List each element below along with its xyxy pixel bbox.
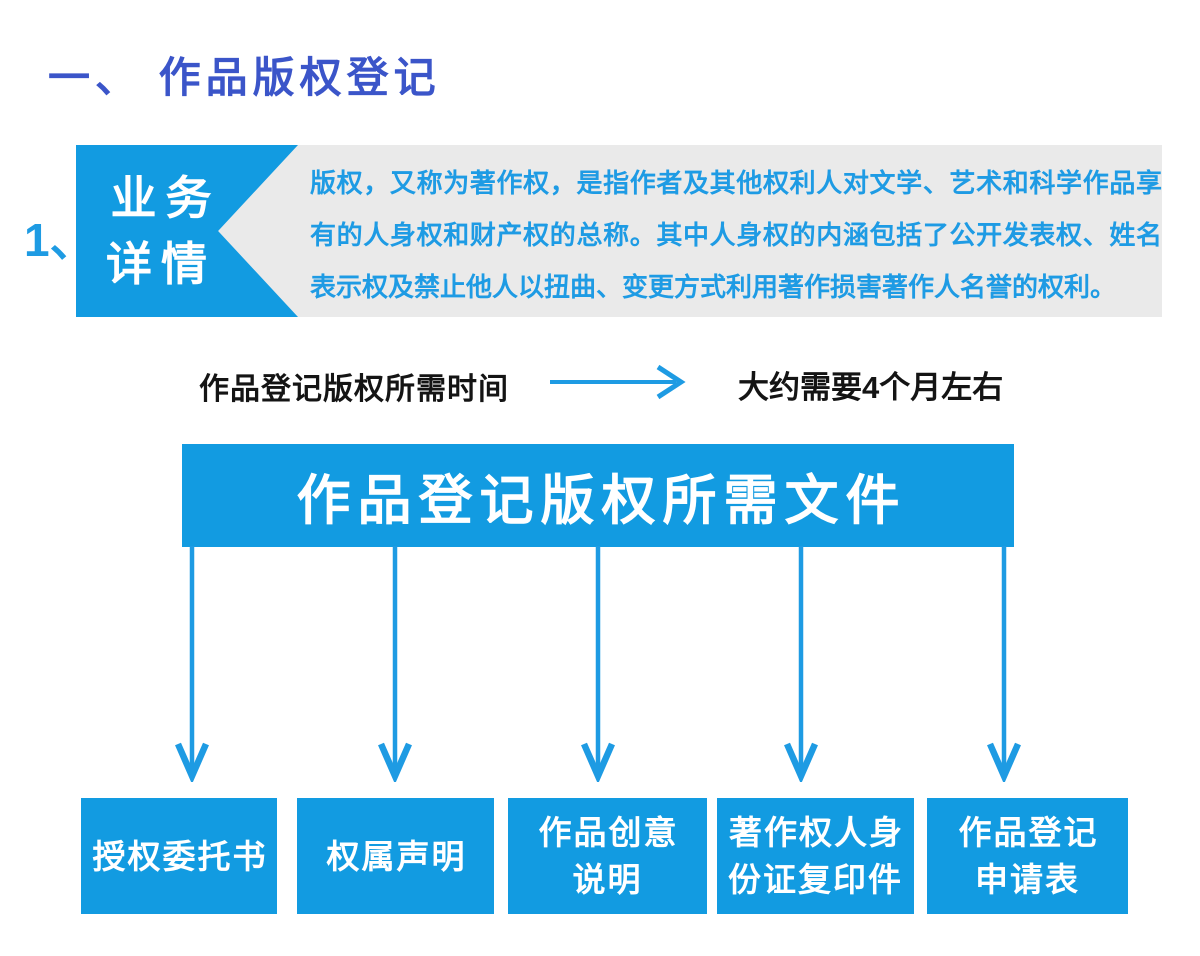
document-node-application-form: 作品登记 申请表 [927,798,1128,914]
duration-label: 作品登记版权所需时间 [199,373,509,406]
duration-value: 大约需要4个月左右 [738,370,1004,405]
business-detail-description: 版权，又称为著作权，是指作者及其他权利人对文学、艺术和科学作品享有的人身权和财产… [310,168,1162,302]
documents-header-banner: 作品登记版权所需文件 [182,444,1014,547]
right-arrow-icon [550,364,686,400]
page-title: 一、 作品版权登记 [48,54,441,101]
document-node-creative-description: 作品创意 说明 [508,798,707,914]
documents-header-label: 作品登记版权所需文件 [296,471,907,531]
down-arrow-icon [581,546,615,782]
document-node-ownership-statement: 权属声明 [297,798,494,914]
business-detail-tab-label: 业务 详情 [106,172,221,290]
down-arrow-icon [175,546,209,782]
down-arrow-icon [987,546,1021,782]
down-arrow-icon [378,546,412,782]
document-node-id-copy: 著作权人身 份证复印件 [717,798,914,914]
down-arrow-icon [784,546,818,782]
document-node-authorization-letter: 授权委托书 [81,798,277,914]
business-detail-panel: 版权，又称为著作权，是指作者及其他权利人对文学、艺术和科学作品享有的人身权和财产… [214,145,1162,317]
